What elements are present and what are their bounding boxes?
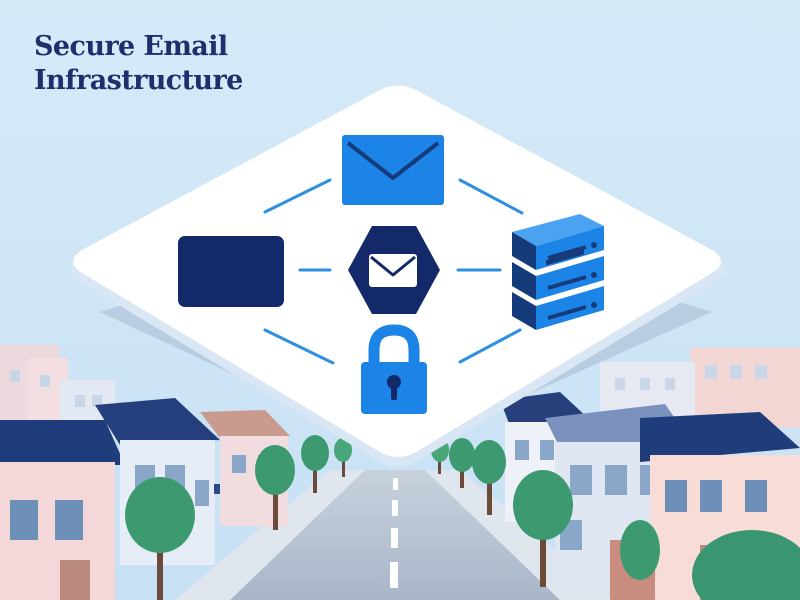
padlock-icon: [361, 324, 427, 414]
connector-top-right: [458, 178, 524, 215]
title-line-1: Secure Email: [34, 31, 228, 62]
connector-top-left: [263, 178, 332, 214]
server-stack-icon: [512, 214, 604, 330]
connector-bottom-left: [263, 328, 335, 365]
trees: [125, 435, 800, 600]
connector-bottom-right: [458, 328, 522, 364]
envelope-icon: [342, 135, 444, 205]
page-title: Secure Email Infrastructure: [34, 30, 243, 98]
connector-lines: [263, 178, 524, 365]
title-line-2: Infrastructure: [34, 65, 243, 96]
hexagon-email-hub-icon: [348, 226, 440, 314]
dark-card-icon: [178, 236, 284, 307]
houses-left: [0, 398, 290, 600]
